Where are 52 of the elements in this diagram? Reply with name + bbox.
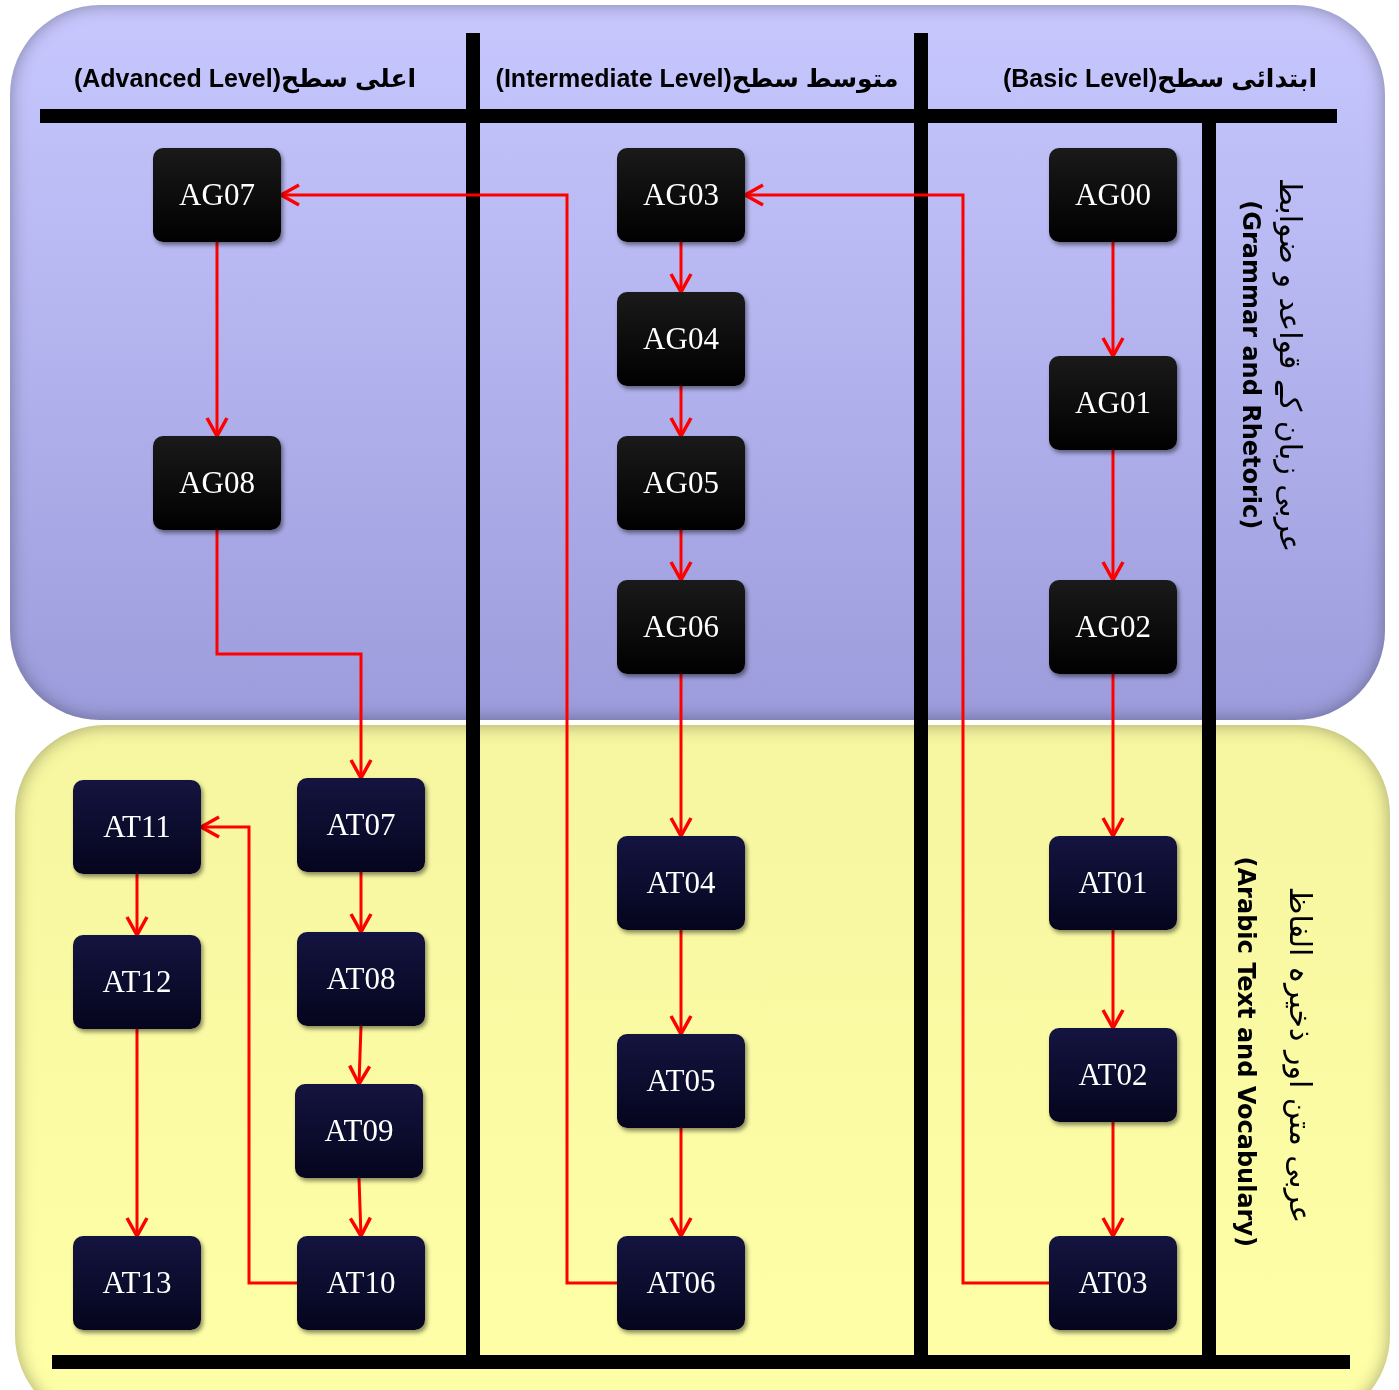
lane-label: عربی متن اور ذخیرہ الفاظ	[1281, 885, 1319, 1226]
arrow	[669, 530, 693, 582]
lane-label: (Grammar and Rhetoric)	[1235, 199, 1266, 532]
topic-box: AG07	[153, 148, 281, 242]
arrow	[743, 183, 1049, 1285]
arrow	[669, 386, 693, 438]
arrow	[199, 815, 297, 1285]
arrow	[669, 242, 693, 294]
topic-box: AG08	[153, 436, 281, 530]
arrow	[1101, 242, 1125, 358]
topic-box: AG05	[617, 436, 745, 530]
lane-label: (Arabic Text and Vocabulary)	[1230, 855, 1261, 1250]
topic-box: AG03	[617, 148, 745, 242]
topic-box: AT08	[297, 932, 425, 1026]
topic-box: AT04	[617, 836, 745, 930]
topic-box: AT13	[73, 1236, 201, 1330]
column-heading: (Basic Level)ابتدائی سطح	[1003, 63, 1317, 93]
column-heading: (Advanced Level)اعلی سطح	[73, 63, 417, 93]
arrow	[215, 530, 373, 780]
swimlane-band	[10, 5, 1385, 720]
arrow	[669, 674, 693, 838]
topic-box: AG06	[617, 580, 745, 674]
topic-box: AT07	[297, 778, 425, 872]
arrow	[1101, 1122, 1125, 1238]
topic-box: AT10	[297, 1236, 425, 1330]
lane-label: عربی زبان کے قواعد و ضوابط	[1271, 176, 1309, 555]
arrow	[125, 1029, 149, 1238]
arrow	[205, 242, 229, 438]
arrow	[279, 183, 617, 1285]
arrow	[349, 872, 373, 934]
column-heading: (Intermediate Level)متوسط سطح	[495, 63, 899, 93]
topic-box: AT05	[617, 1034, 745, 1128]
arrow	[1101, 674, 1125, 838]
swimlane-band	[15, 725, 1390, 1390]
arrow	[125, 874, 149, 937]
topic-box: AT02	[1049, 1028, 1177, 1122]
topic-box: AT09	[295, 1084, 423, 1178]
topic-box: AG00	[1049, 148, 1177, 242]
topic-box: AT01	[1049, 836, 1177, 930]
topic-box: AT12	[73, 935, 201, 1029]
arrow	[348, 1177, 373, 1238]
arrow	[1101, 930, 1125, 1030]
arrow	[669, 930, 693, 1036]
topic-box: AG01	[1049, 356, 1177, 450]
topic-box: AT11	[73, 780, 201, 874]
arrow	[669, 1128, 693, 1238]
arrow	[347, 1025, 372, 1086]
topic-box: AG02	[1049, 580, 1177, 674]
arrow	[1101, 450, 1125, 582]
topic-box: AG04	[617, 292, 745, 386]
topic-box: AT06	[617, 1236, 745, 1330]
topic-box: AT03	[1049, 1236, 1177, 1330]
